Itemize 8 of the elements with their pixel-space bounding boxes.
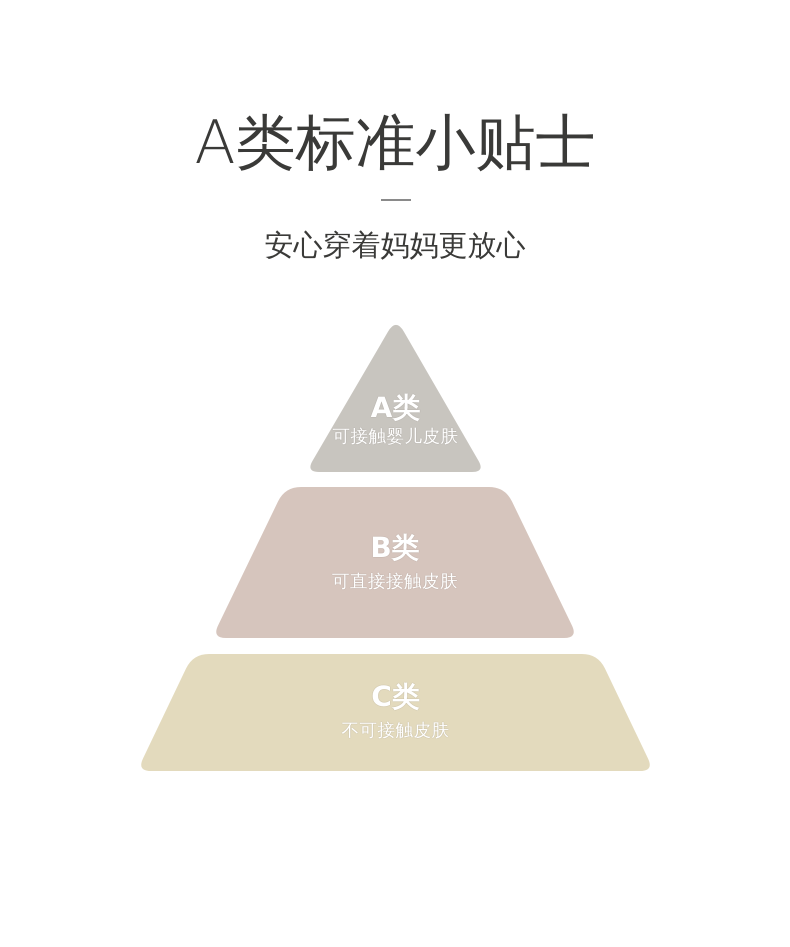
title: A类标准小贴士 [194, 113, 596, 173]
tier-description: 不可接触皮肤 [342, 723, 450, 740]
tier-description: 可直接接触皮肤 [332, 574, 458, 592]
tier-heading: B类 [370, 534, 420, 562]
tier-heading: C类 [371, 683, 420, 711]
subtitle: 安心穿着妈妈更放心 [264, 231, 526, 260]
tier-heading: A类 [370, 394, 420, 422]
tier-description: 可接触婴儿皮肤 [332, 429, 458, 446]
